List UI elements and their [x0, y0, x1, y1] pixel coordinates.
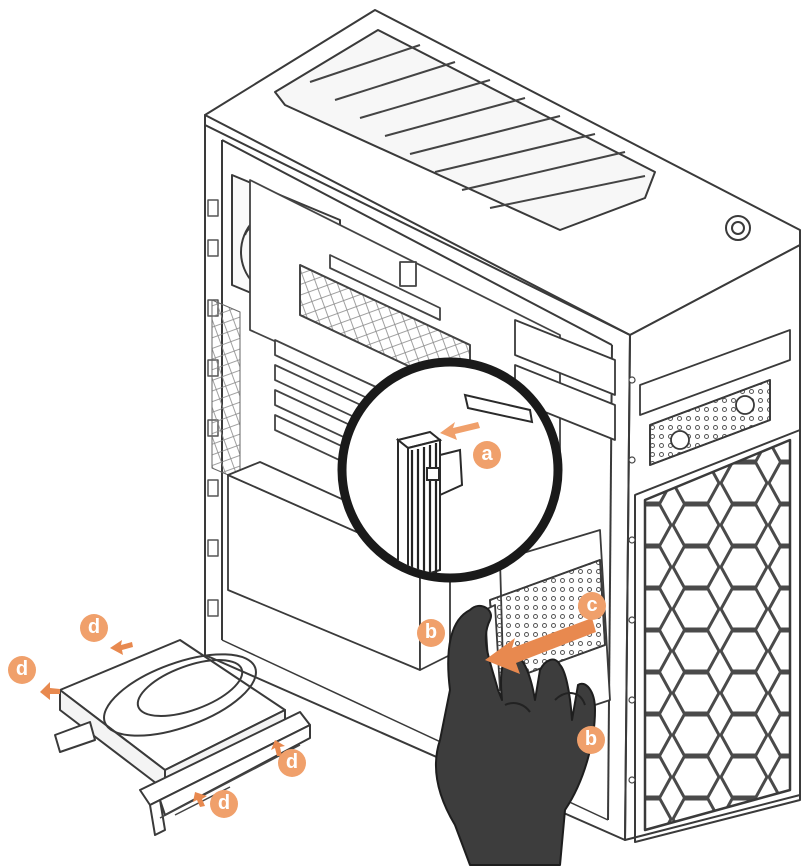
- callout-badge-b: b: [417, 619, 445, 647]
- callout-badge-d: d: [278, 749, 306, 777]
- callout-badge-c: c: [578, 592, 606, 620]
- callout-badge-a: a: [473, 441, 501, 469]
- callout-badge-d: d: [210, 790, 238, 818]
- callout-badge-b: b: [577, 726, 605, 754]
- callout-badge-d: d: [8, 656, 36, 684]
- hard-drive: [55, 638, 310, 835]
- cable-detail-zoom: [342, 362, 558, 580]
- callout-badge-d: d: [80, 614, 108, 642]
